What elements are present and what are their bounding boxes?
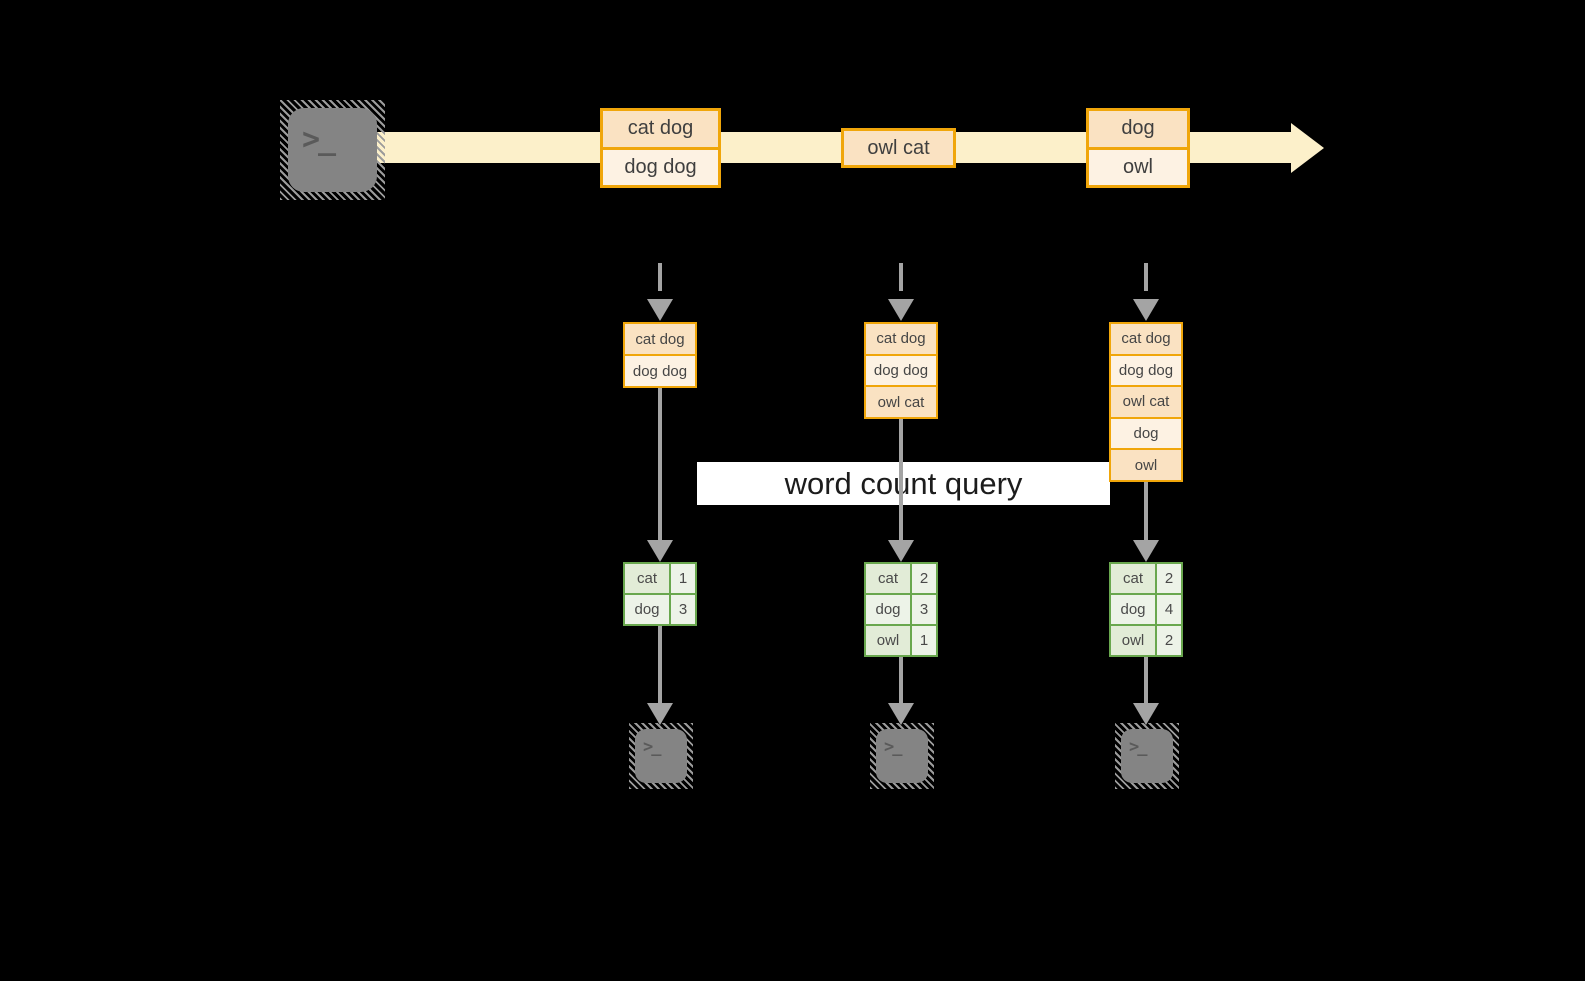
event-row: dog dog bbox=[603, 149, 718, 185]
event-row: cat dog bbox=[603, 111, 718, 147]
down-arrow-line bbox=[899, 419, 903, 540]
buffer-row: dog dog bbox=[1111, 355, 1181, 386]
event-row: owl cat bbox=[844, 131, 953, 165]
table-cell-word: dog bbox=[866, 595, 910, 624]
down-arrowhead bbox=[1133, 703, 1159, 725]
terminal-icon-body: >_ bbox=[1121, 729, 1173, 783]
down-arrowhead bbox=[1133, 540, 1159, 562]
terminal-prompt-glyph: >_ bbox=[1129, 737, 1147, 757]
table-cell-word: dog bbox=[1111, 595, 1155, 624]
buffer-box: cat dog dog dog owl cat dog owl bbox=[1109, 322, 1183, 482]
stream-event-box: cat dog dog dog bbox=[600, 108, 721, 188]
dashed-down-arrow-line bbox=[899, 263, 903, 291]
down-arrow-line bbox=[658, 388, 662, 540]
stream-event-box: dog owl bbox=[1086, 108, 1190, 188]
table-cell-count: 2 bbox=[1157, 564, 1181, 593]
buffer-row: cat dog bbox=[625, 324, 695, 354]
buffer-box: cat dog dog dog owl cat bbox=[864, 322, 938, 419]
down-arrow-line bbox=[899, 657, 903, 703]
stream-event-box: owl cat bbox=[841, 128, 956, 168]
buffer-row: dog dog bbox=[625, 356, 695, 386]
table-cell-count: 1 bbox=[912, 626, 936, 655]
terminal-prompt-glyph: >_ bbox=[884, 737, 902, 757]
dashed-down-arrowhead bbox=[888, 299, 914, 321]
event-row: owl bbox=[1089, 149, 1187, 185]
down-arrow-line bbox=[1144, 657, 1148, 703]
down-arrow-line bbox=[658, 626, 662, 703]
dashed-down-arrow-line bbox=[1144, 263, 1148, 291]
buffer-box: cat dog dog dog bbox=[623, 322, 697, 388]
source-terminal-icon: >_ bbox=[280, 100, 385, 200]
down-arrowhead bbox=[888, 703, 914, 725]
query-banner-label: word count query bbox=[784, 465, 1023, 501]
table-cell-word: owl bbox=[866, 626, 910, 655]
terminal-icon-body: >_ bbox=[876, 729, 928, 783]
sink-terminal-icon: >_ bbox=[629, 723, 693, 789]
buffer-row: dog dog bbox=[866, 355, 936, 386]
buffer-row: owl cat bbox=[1111, 387, 1181, 417]
event-row: dog bbox=[1089, 111, 1187, 147]
dashed-down-arrowhead bbox=[1133, 299, 1159, 321]
table-cell-word: cat bbox=[625, 564, 669, 593]
sink-terminal-icon: >_ bbox=[1115, 723, 1179, 789]
table-cell-word: owl bbox=[1111, 626, 1155, 655]
terminal-icon-body: >_ bbox=[288, 108, 377, 192]
word-count-table: cat 2 dog 3 owl 1 bbox=[864, 562, 938, 657]
buffer-row: owl bbox=[1111, 450, 1181, 480]
table-cell-count: 2 bbox=[912, 564, 936, 593]
table-cell-word: dog bbox=[625, 595, 669, 624]
table-cell-count: 1 bbox=[671, 564, 695, 593]
table-cell-count: 3 bbox=[912, 595, 936, 624]
word-count-table: cat 2 dog 4 owl 2 bbox=[1109, 562, 1183, 657]
table-cell-count: 4 bbox=[1157, 595, 1181, 624]
table-cell-word: cat bbox=[866, 564, 910, 593]
dashed-down-arrowhead bbox=[647, 299, 673, 321]
down-arrowhead bbox=[647, 540, 673, 562]
down-arrow-line bbox=[1144, 482, 1148, 540]
sink-terminal-icon: >_ bbox=[870, 723, 934, 789]
terminal-prompt-glyph: >_ bbox=[302, 122, 336, 157]
word-count-table: cat 1 dog 3 bbox=[623, 562, 697, 626]
buffer-row: owl cat bbox=[866, 387, 936, 418]
terminal-icon-body: >_ bbox=[635, 729, 687, 783]
table-cell-count: 3 bbox=[671, 595, 695, 624]
down-arrowhead bbox=[647, 703, 673, 725]
buffer-row: cat dog bbox=[1111, 324, 1181, 354]
table-cell-word: cat bbox=[1111, 564, 1155, 593]
stream-timeline-arrowhead bbox=[1291, 123, 1324, 173]
down-arrowhead bbox=[888, 540, 914, 562]
terminal-prompt-glyph: >_ bbox=[643, 737, 661, 757]
buffer-row: dog bbox=[1111, 418, 1181, 449]
buffer-row: cat dog bbox=[866, 324, 936, 354]
query-banner: word count query bbox=[697, 462, 1110, 505]
table-cell-count: 2 bbox=[1157, 626, 1181, 655]
dashed-down-arrow-line bbox=[658, 263, 662, 291]
